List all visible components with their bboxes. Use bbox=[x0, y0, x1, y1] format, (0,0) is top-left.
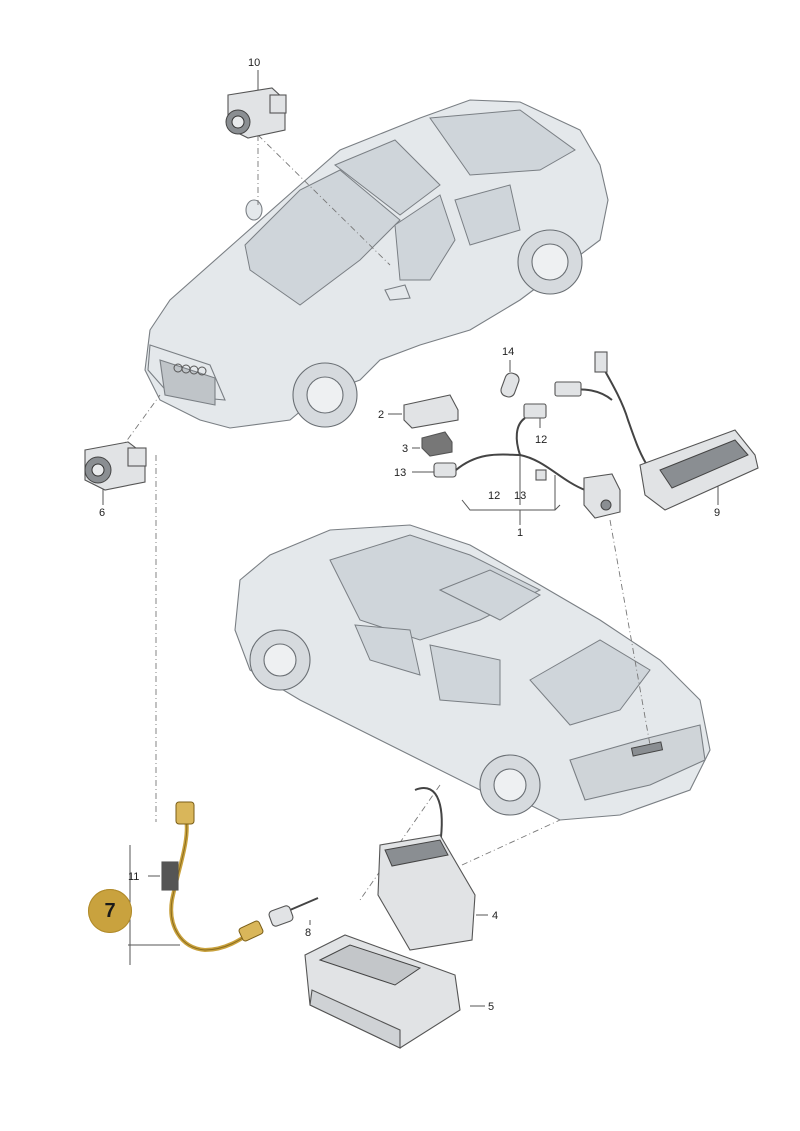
label-5: 5 bbox=[488, 1001, 494, 1013]
label-2: 2 bbox=[378, 409, 384, 421]
part-7-harness[interactable] bbox=[169, 801, 264, 953]
label-6: 6 bbox=[99, 507, 105, 519]
part-9-handle[interactable] bbox=[554, 351, 759, 511]
part-10-front-camera[interactable] bbox=[225, 87, 287, 139]
label-1: 1 bbox=[517, 527, 523, 539]
highlight-badge-7[interactable]: 7 bbox=[88, 889, 132, 933]
part-1-harness[interactable] bbox=[455, 403, 621, 519]
label-12a: 12 bbox=[535, 434, 547, 446]
car-rear-illustration bbox=[234, 524, 711, 821]
part-5-module[interactable] bbox=[304, 934, 461, 1049]
callout-labels: 10 14 2 12 3 13 12 13 1 9 6 11 4 8 5 bbox=[99, 57, 720, 1013]
label-8: 8 bbox=[305, 927, 311, 939]
label-12b: 12 bbox=[488, 490, 500, 502]
part-11-clip[interactable] bbox=[161, 861, 179, 891]
highlight-label: 7 bbox=[104, 899, 116, 922]
car-front-illustration bbox=[144, 99, 609, 429]
part-14-pin[interactable] bbox=[499, 371, 520, 398]
label-13a: 13 bbox=[394, 467, 406, 479]
label-9: 9 bbox=[714, 507, 720, 519]
label-10: 10 bbox=[248, 57, 260, 69]
part-2-bracket[interactable] bbox=[403, 394, 459, 429]
label-14: 14 bbox=[502, 346, 514, 358]
part-8-connector[interactable] bbox=[268, 897, 319, 927]
label-3: 3 bbox=[402, 443, 408, 455]
label-11: 11 bbox=[128, 871, 139, 883]
label-4: 4 bbox=[492, 910, 498, 922]
part-6-camera[interactable] bbox=[84, 441, 147, 491]
part-4-control-unit[interactable] bbox=[377, 787, 476, 951]
part-13-plug[interactable] bbox=[433, 462, 457, 478]
part-3-clip[interactable] bbox=[421, 431, 453, 457]
label-13b: 13 bbox=[514, 490, 526, 502]
